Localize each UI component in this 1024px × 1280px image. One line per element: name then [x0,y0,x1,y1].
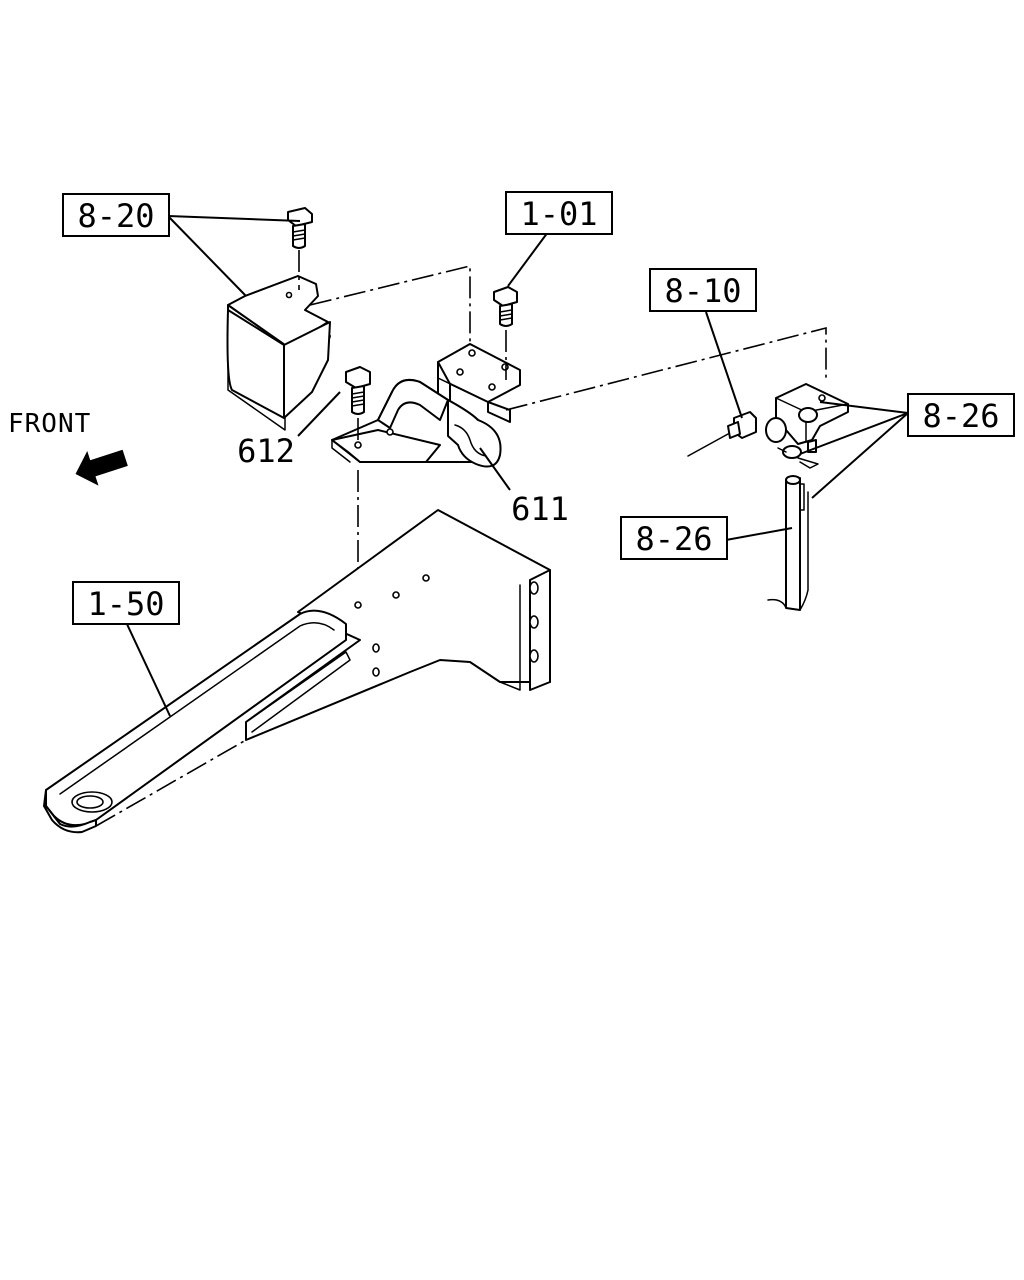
frame-member-part [43,509,551,834]
callout-1-01-label: 1-01 [520,195,597,233]
bracket-part [437,343,521,427]
bolt-1-01 [493,286,518,327]
bolt-8-20 [287,207,313,249]
hose-part [767,475,809,611]
front-arrow-icon [75,449,128,486]
callout-1-50-label: 1-50 [87,585,164,623]
callout-8-10[interactable]: 8-10 [649,268,757,312]
callout-8-26-upper-label: 8-26 [922,397,999,435]
callout-8-20[interactable]: 8-20 [62,193,170,237]
callout-8-26-upper[interactable]: 8-26 [907,393,1015,437]
connector-part [687,411,757,457]
bolt-612 [345,366,371,415]
hose-clamp-part [777,445,819,469]
callout-1-50[interactable]: 1-50 [72,581,180,625]
valve-part [765,383,849,453]
callout-8-26-lower[interactable]: 8-26 [620,516,728,560]
front-label: FRONT [8,409,91,439]
callout-8-20-label: 8-20 [77,197,154,235]
clamp-part-611 [331,379,502,468]
cover-part [226,275,331,431]
part-number-612[interactable]: 612 [237,432,295,470]
callout-8-26-lower-label: 8-26 [635,520,712,558]
part-number-611[interactable]: 611 [511,490,569,528]
callout-8-10-label: 8-10 [664,272,741,310]
callout-1-01[interactable]: 1-01 [505,191,613,235]
